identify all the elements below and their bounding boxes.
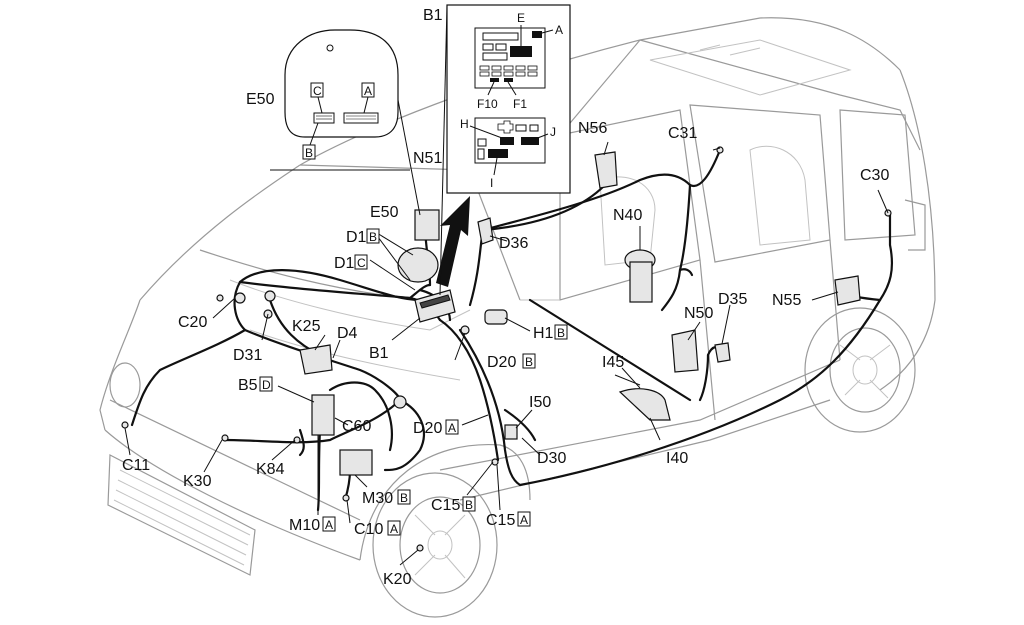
label-inset-j: J: [550, 125, 556, 139]
label-n51: N51: [413, 150, 442, 167]
leader-lines: [124, 141, 889, 566]
label-d4: D4: [337, 325, 358, 342]
label-n40: N40: [613, 207, 642, 224]
label-d1-b: D1: [346, 229, 367, 246]
label-d36: D36: [499, 235, 528, 252]
label-box-letter: A: [390, 522, 398, 536]
n56-unit[interactable]: [594, 151, 618, 189]
label-c15-b: C15: [431, 497, 460, 514]
label-i45: I45: [602, 354, 624, 371]
label-box-letter: B: [557, 326, 565, 340]
label-c20: C20: [178, 314, 207, 331]
label-inset-i: I: [490, 176, 493, 190]
i40-pedal[interactable]: [618, 388, 671, 421]
label-k84: K84: [256, 461, 285, 478]
label-box-letter: C: [357, 256, 366, 270]
label-box-letter: A: [325, 518, 333, 532]
label-box-letter: B: [525, 355, 533, 369]
label-e50-c: C: [313, 84, 322, 98]
label-i40: I40: [666, 450, 688, 467]
label-m10: M10: [289, 517, 320, 534]
k25-unit[interactable]: [299, 344, 333, 375]
label-inset-f1: F1: [513, 97, 527, 111]
label-c15-a: C15: [486, 512, 515, 529]
components: [121, 146, 892, 552]
labels: B1 E A F10 F1 H J I E50 C A B N51 N56 C3…: [122, 7, 889, 588]
label-m30: M30: [362, 490, 393, 507]
label-h1: H1: [533, 325, 554, 342]
b5-unit[interactable]: [311, 394, 335, 436]
label-e50-inset: E50: [246, 91, 275, 108]
label-n56: N56: [578, 120, 607, 137]
label-c10: C10: [354, 521, 383, 538]
label-b5: B5: [238, 377, 258, 394]
label-box-letter: A: [520, 513, 528, 527]
inset-e50: [270, 29, 421, 216]
label-e50-b: B: [305, 146, 313, 160]
label-b1: B1: [369, 345, 389, 362]
label-n55: N55: [772, 292, 801, 309]
label-inset-a: A: [555, 23, 563, 37]
label-k25: K25: [292, 318, 321, 335]
label-e50: E50: [370, 204, 399, 221]
e50-unit[interactable]: [397, 247, 439, 283]
label-d1-c: D1: [334, 255, 355, 272]
label-inset-e: E: [517, 11, 525, 25]
inset-b1: [446, 4, 571, 194]
label-inset-f10: F10: [477, 97, 498, 111]
label-b1-inset: B1: [423, 7, 443, 24]
label-e50-a: A: [364, 84, 372, 98]
label-c31: C31: [668, 125, 697, 142]
label-box-letter: D: [262, 378, 271, 392]
label-box-letter: B: [369, 230, 377, 244]
label-d35: D35: [718, 291, 747, 308]
label-n50: N50: [684, 305, 713, 322]
n50-unit[interactable]: [671, 329, 699, 373]
label-inset-h: H: [460, 117, 469, 131]
zoom-arrow-icon: [436, 196, 470, 287]
label-box-letter: B: [465, 498, 473, 512]
label-k30: K30: [183, 473, 212, 490]
label-d20-a: D20: [413, 420, 442, 437]
label-d30: D30: [537, 450, 566, 467]
label-box-letter: A: [448, 421, 456, 435]
label-c60: C60: [342, 418, 371, 435]
label-i50: I50: [529, 394, 551, 411]
label-d20-b: D20: [487, 354, 516, 371]
label-d31: D31: [233, 347, 262, 364]
label-c11: C11: [122, 457, 150, 474]
label-k20: K20: [383, 571, 412, 588]
n51-unit[interactable]: [414, 209, 440, 241]
label-box-letter: B: [400, 491, 408, 505]
n55-unit[interactable]: [834, 275, 861, 306]
h1-horn[interactable]: [484, 309, 508, 325]
m30-motor[interactable]: [339, 449, 373, 476]
label-c30: C30: [860, 167, 889, 184]
